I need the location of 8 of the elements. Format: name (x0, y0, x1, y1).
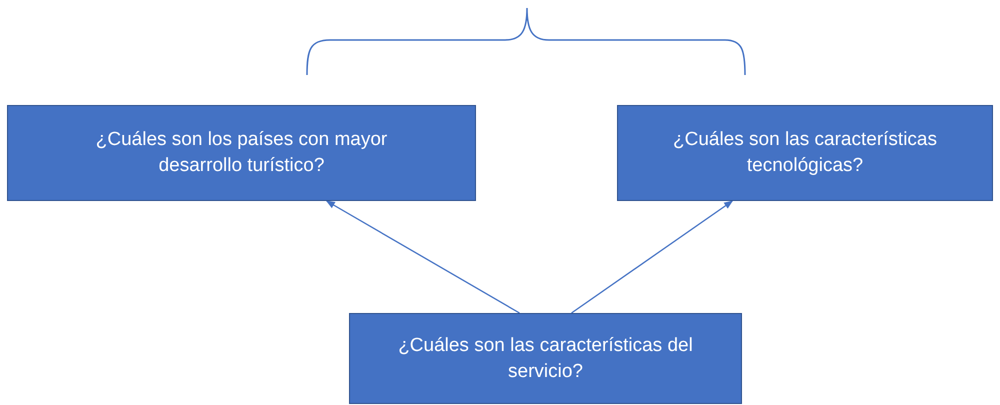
question-text: ¿Cuáles son las características tecnológicas? (672, 128, 938, 178)
question-box (7, 105, 476, 201)
question-text: ¿Cuáles son los países con mayor desarrollo turístico? (94, 128, 388, 178)
arrow (326, 200, 520, 314)
question-text: ¿Cuáles son las características del servicio? (397, 334, 694, 384)
arrow (571, 200, 734, 314)
question-box (349, 313, 742, 404)
question-box (617, 105, 993, 201)
